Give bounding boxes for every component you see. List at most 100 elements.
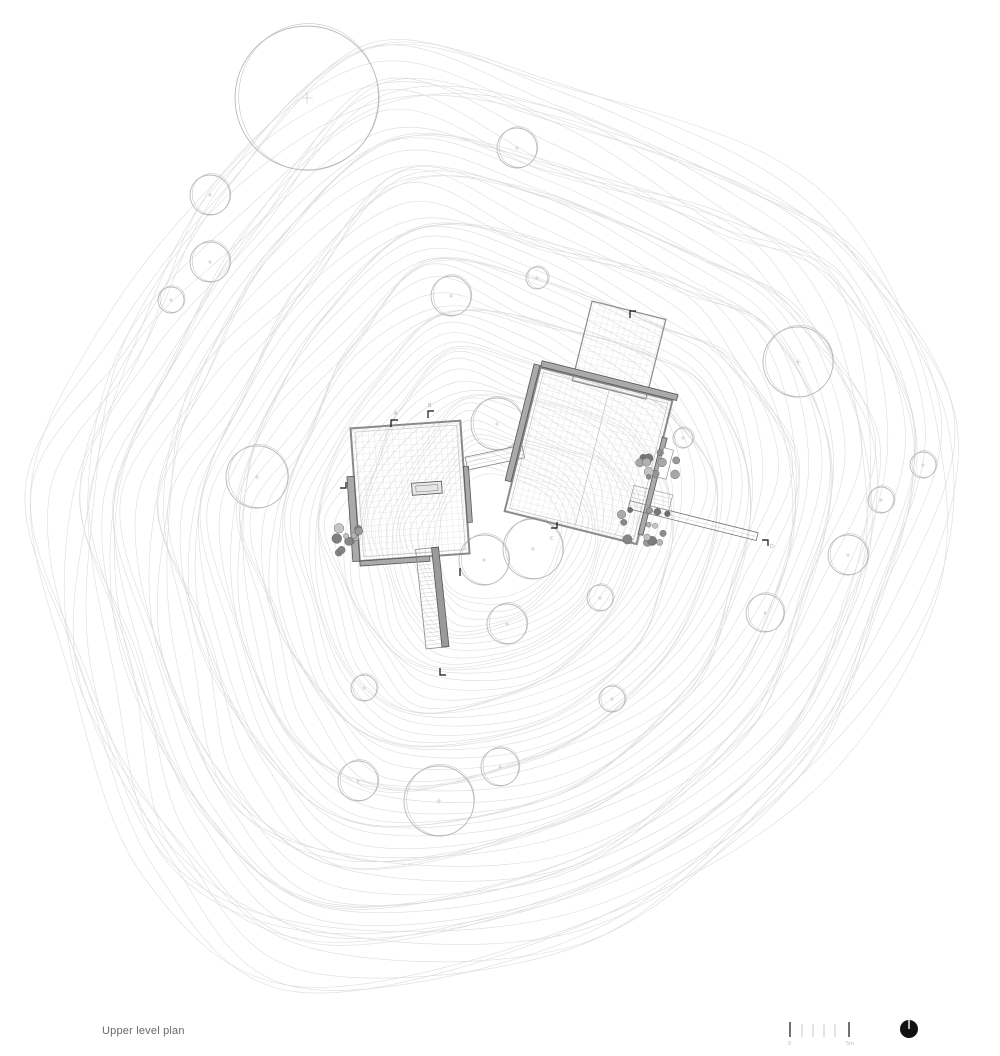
shrub: [656, 539, 663, 546]
contour-line: [239, 259, 751, 790]
shrub: [642, 457, 651, 467]
contour-line: [284, 309, 719, 747]
tree-trunk-mark: [795, 359, 801, 365]
entry-walkway: [415, 546, 450, 650]
section-marker-labels: A B C D: [394, 403, 774, 550]
tree-trunk-mark: [598, 596, 602, 600]
tree-canopy-outline: [747, 592, 786, 632]
tree-canopy: [480, 747, 520, 787]
tree-trunk-mark: [494, 421, 500, 427]
tree-canopy-outline: [191, 173, 232, 215]
tree-canopy-outline: [600, 684, 627, 712]
tree-canopy: [598, 685, 626, 713]
fireplace: [411, 480, 443, 496]
shrub: [331, 533, 342, 544]
trees-layer: [157, 23, 938, 837]
contour-line: [113, 135, 873, 908]
tree-canopy: [225, 445, 289, 509]
contour-line: [113, 126, 868, 907]
right-pavilion-wall-north: [540, 360, 679, 401]
tree-trunk-mark: [763, 611, 767, 615]
tree-canopy-outline: [674, 426, 695, 448]
shrub: [643, 533, 651, 541]
tree-canopy-outline: [765, 325, 834, 397]
shrub: [646, 522, 652, 528]
shrub: [617, 510, 627, 520]
contour-line: [101, 89, 889, 926]
tree-trunk-mark: [535, 276, 539, 280]
contour-line: [166, 175, 834, 858]
scale-bar: 0 5m: [786, 1019, 856, 1049]
contour-line: [230, 235, 779, 803]
contour-line: [242, 257, 753, 787]
shrub: [646, 474, 652, 480]
contour-line: [112, 134, 878, 910]
shrub: [646, 507, 653, 514]
tree-canopy: [486, 603, 528, 645]
scale-end-label: 5m: [846, 1041, 855, 1047]
tree-trunk-mark: [681, 436, 685, 440]
tree-canopy-outline: [406, 764, 475, 836]
shrub: [334, 523, 345, 534]
tree-canopy: [189, 174, 231, 216]
section-markers: [340, 310, 769, 676]
tree-canopy: [586, 584, 614, 612]
tree-canopy-outline: [432, 274, 473, 316]
tree-trunk-mark: [921, 463, 925, 467]
tree-canopy: [403, 765, 475, 837]
tree-trunk-mark: [208, 260, 212, 264]
tree-trunk-mark: [301, 92, 313, 104]
contour-line: [134, 137, 876, 896]
tree-canopy: [827, 534, 869, 576]
tree-canopy: [458, 534, 510, 586]
contour-line: [163, 175, 832, 863]
tree-canopy: [867, 486, 895, 514]
tree-canopy-outline: [191, 240, 232, 282]
tree-canopy-outline: [488, 602, 529, 644]
tree-canopy: [337, 760, 379, 802]
shrub: [354, 526, 364, 536]
tree-canopy-outline: [911, 450, 938, 478]
contour-line: [206, 222, 801, 823]
tree-canopy: [745, 593, 785, 633]
tree-canopy: [430, 275, 472, 317]
tree-canopy: [350, 674, 378, 702]
contour-line: [179, 181, 809, 850]
contour-line: [198, 224, 796, 827]
tree-canopy: [157, 286, 185, 314]
tree-trunk-mark: [482, 558, 486, 562]
contour-lines: [24, 39, 959, 994]
contour-line: [63, 60, 943, 963]
tree-trunk-mark: [610, 697, 614, 701]
shrub: [620, 519, 628, 526]
contour-line: [156, 165, 846, 867]
tree-canopy-outline: [339, 759, 380, 801]
scale-start-label: 0: [788, 1041, 792, 1047]
contour-line: [218, 226, 793, 815]
tree-canopy: [672, 427, 694, 449]
section-label-a: A: [394, 411, 398, 417]
tree-canopy-outline: [159, 285, 186, 313]
shrub: [343, 533, 349, 539]
tree-canopy: [189, 241, 231, 283]
shrub: [622, 534, 633, 545]
tree-canopy-outline: [352, 673, 379, 701]
tree-canopy-outline: [588, 583, 615, 611]
shrub: [652, 522, 658, 529]
section-label-c: C: [550, 536, 554, 542]
tree-trunk-mark: [169, 298, 173, 302]
contour-line: [249, 263, 743, 782]
contour-line: [261, 276, 733, 770]
shrub: [657, 457, 667, 468]
tree-trunk-mark: [356, 779, 360, 783]
shrub: [627, 507, 633, 513]
left-pavilion-wall-east: [463, 465, 473, 523]
shrub: [653, 508, 662, 516]
contour-line: [109, 108, 871, 914]
tree-canopy: [496, 127, 538, 169]
shrub: [672, 456, 681, 465]
tree-trunk-mark: [530, 546, 536, 552]
contour-line: [47, 44, 956, 979]
tree-trunk-mark: [879, 498, 883, 502]
shrub: [664, 510, 671, 517]
